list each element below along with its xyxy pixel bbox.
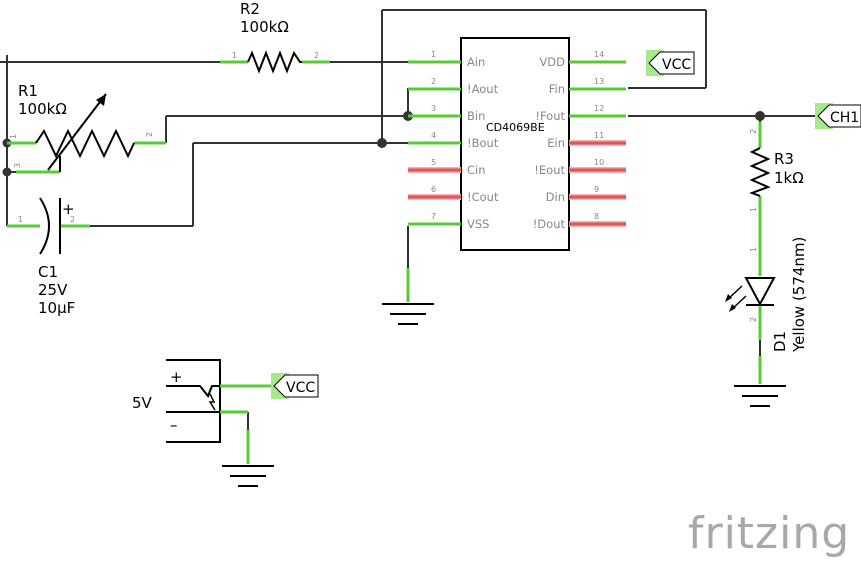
ic-pin-name: !Fout xyxy=(535,109,565,123)
resistor-r3[interactable]: 2 1 R3 1kΩ xyxy=(749,122,804,222)
ic-pin-name: !Dout xyxy=(533,217,566,231)
ic-pin-name: VDD xyxy=(539,55,565,69)
ic-pin-number: 10 xyxy=(594,158,604,167)
ic-pin-name: Din xyxy=(546,190,565,204)
junction-r1-pin3 xyxy=(2,167,12,177)
r2-pin1-label: 1 xyxy=(232,51,237,60)
vcc-top-label: VCC xyxy=(662,57,691,73)
ic-pin-number: 5 xyxy=(431,158,436,167)
d1-value: Yellow (574nm) xyxy=(790,237,808,353)
ic-pin-6[interactable]: 6 !Cout xyxy=(408,185,499,204)
ic-pin-name: VSS xyxy=(467,217,489,231)
ic-pin-2[interactable]: 2 !Aout xyxy=(408,77,499,96)
ic-part-name: CD4069BE xyxy=(486,121,545,134)
ic-pin-number: 9 xyxy=(594,185,599,194)
r1-pin2-label: 2 xyxy=(145,132,154,137)
ic-pin-number: 8 xyxy=(594,212,599,221)
ch1-label: CH1 xyxy=(830,110,859,126)
ic-pin-name: !Aout xyxy=(467,82,499,96)
ic-pin-4[interactable]: 4 !Bout xyxy=(408,131,499,150)
ic-pin-number: 6 xyxy=(431,185,436,194)
ic-pin-name: Ain xyxy=(467,55,485,69)
r2-value: 100kΩ xyxy=(240,18,289,36)
ic-pin-number: 14 xyxy=(594,50,604,59)
supply-minus: – xyxy=(170,416,178,434)
ground-supply xyxy=(222,430,274,487)
ic-pin-number: 3 xyxy=(431,104,436,113)
c1-ref: C1 xyxy=(38,263,58,281)
d1-pin2-label: 2 xyxy=(749,317,758,322)
ic-pin-number: 13 xyxy=(594,77,604,86)
junctions xyxy=(2,111,765,177)
junction-bout xyxy=(377,138,387,148)
supply-voltage: 5V xyxy=(132,394,153,412)
capacitor-c1[interactable]: + 1 2 C1 25V 10µF xyxy=(7,197,90,317)
ic-pin-number: 7 xyxy=(431,212,436,221)
fritzing-logo: fritzing xyxy=(688,508,850,559)
c1-pin1-label: 1 xyxy=(18,215,23,224)
ic-pin-8[interactable]: 8 !Dout xyxy=(533,212,626,231)
ic-pin-number: 1 xyxy=(431,50,436,59)
ic-pin-10[interactable]: 10 !Eout xyxy=(534,158,626,177)
ic-pin-number: 12 xyxy=(594,104,604,113)
ic-pin-number: 11 xyxy=(594,131,604,140)
ic-pin-name: !Eout xyxy=(534,163,565,177)
potentiometer-r1[interactable]: 1 2 3 R1 100kΩ xyxy=(7,82,166,174)
net-label-vcc-top[interactable]: VCC xyxy=(646,50,695,76)
net-label-ch1[interactable]: CH1 xyxy=(815,103,861,129)
ic-pin-name: Ein xyxy=(547,136,565,150)
ic-pin-name: Fin xyxy=(549,82,565,96)
r2-ref: R2 xyxy=(240,0,260,18)
net-label-vcc-supply[interactable]: VCC xyxy=(271,373,319,399)
junction-fout xyxy=(755,111,765,121)
r3-ref: R3 xyxy=(774,150,794,168)
supply-plus: + xyxy=(170,368,183,386)
jack-switch-icon xyxy=(208,393,216,411)
d1-ref: D1 xyxy=(771,331,789,352)
r3-value: 1kΩ xyxy=(774,169,804,187)
c1-plus-sign: + xyxy=(62,200,75,218)
r1-adjust-arrow-icon xyxy=(96,94,106,106)
r1-pin1-label: 1 xyxy=(9,134,18,139)
ic-pin-name: !Bout xyxy=(467,136,499,150)
ic-pin-12[interactable]: 12 !Fout xyxy=(535,104,626,123)
r1-pin3-label: 3 xyxy=(13,163,22,168)
ground-ic xyxy=(382,268,434,325)
r1-ref: R1 xyxy=(18,82,38,100)
c1-voltage: 25V xyxy=(38,281,68,299)
ground-led xyxy=(734,356,786,407)
r1-value: 100kΩ xyxy=(18,100,67,118)
wires xyxy=(0,9,820,464)
ic-pin-name: Bin xyxy=(467,109,485,123)
resistor-r2[interactable]: 1 2 R2 100kΩ xyxy=(220,0,330,74)
r3-pin2-label: 2 xyxy=(749,129,758,134)
c1-pin2-label: 2 xyxy=(70,215,75,224)
ic-pin-number: 2 xyxy=(431,77,436,86)
led-d1[interactable]: 1 2 D1 Yellow (574nm) xyxy=(725,222,808,353)
power-jack-5v[interactable]: + – 5V xyxy=(132,359,276,443)
ic-pin-name: Cin xyxy=(467,163,486,177)
vcc-supply-label: VCC xyxy=(286,380,315,396)
ic-pin-name: !Cout xyxy=(467,190,499,204)
r2-pin2-label: 2 xyxy=(314,51,319,60)
d1-pin1-label: 1 xyxy=(749,247,758,252)
ic-pin-number: 4 xyxy=(431,131,436,140)
r3-pin1-label: 1 xyxy=(749,207,758,212)
c1-value: 10µF xyxy=(38,299,75,317)
ic-body xyxy=(460,37,570,251)
